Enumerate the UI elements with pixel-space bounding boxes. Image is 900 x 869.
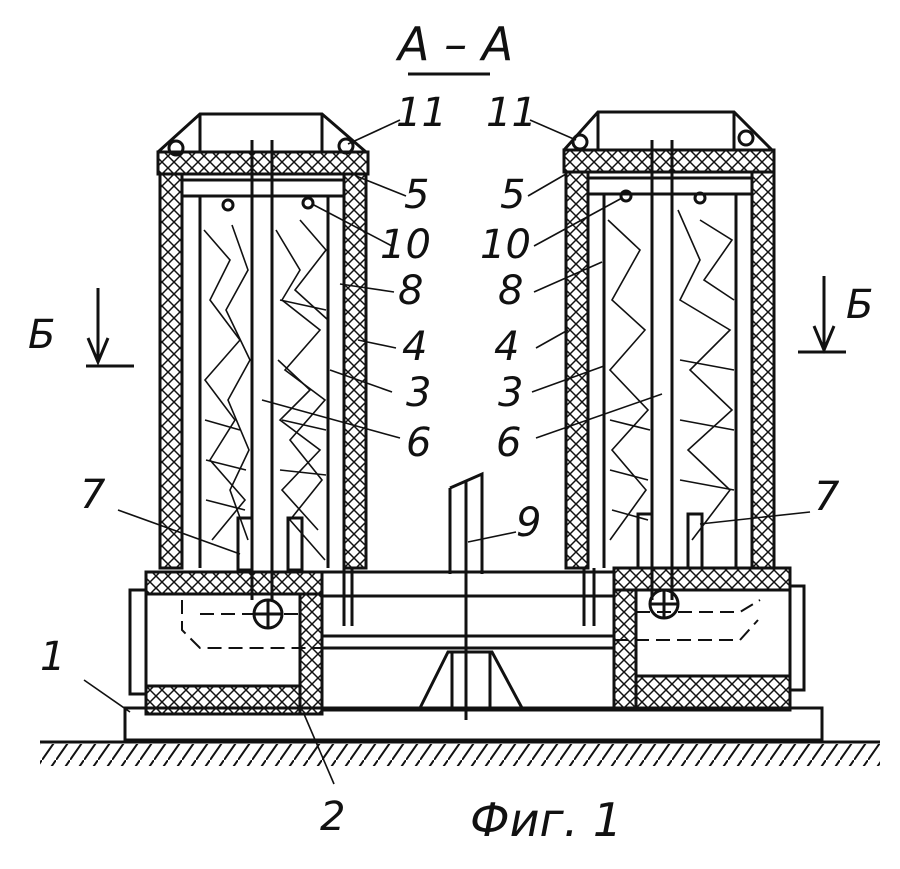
callout-8-right: 8: [498, 268, 523, 314]
foundation-slab: [123, 706, 824, 742]
callout-6-right: 6: [496, 420, 521, 466]
svg-text:Б: Б: [28, 312, 55, 358]
svg-text:Б: Б: [846, 282, 873, 328]
callout-4-left: 4: [402, 324, 427, 370]
leader-lines: [83, 119, 811, 785]
left-column: [156, 112, 370, 600]
callout-11-right: 11: [486, 90, 537, 136]
callout-1: 1: [40, 634, 65, 680]
ground: [40, 706, 880, 766]
right-top-cap: [562, 110, 774, 152]
callout-11-left: 11: [396, 90, 447, 136]
callout-10-right: 10: [480, 222, 531, 268]
base-structure: [128, 471, 806, 720]
callout-8-left: 8: [398, 268, 423, 314]
callout-4-right: 4: [494, 324, 519, 370]
callout-6-left: 6: [406, 420, 431, 466]
callout-labels: 11 11 5 5 10 10 8 8 4 4 3 3 6 6 7 7 9 1 …: [40, 90, 840, 840]
callout-10-left: 10: [380, 222, 431, 268]
callout-3-left: 3: [406, 370, 431, 416]
right-column: [562, 110, 776, 600]
callout-3-right: 3: [498, 370, 523, 416]
callout-5-left: 5: [404, 172, 429, 218]
section-marker-left: Б: [28, 288, 134, 368]
callout-7-right: 7: [814, 474, 840, 520]
callout-9: 9: [516, 500, 541, 546]
callout-7-left: 7: [80, 472, 106, 518]
figure-caption: Фиг. 1: [470, 793, 622, 847]
section-title: А – А: [395, 17, 513, 71]
callout-2: 2: [320, 794, 345, 840]
left-top-cap: [156, 112, 367, 154]
section-marker-right: Б: [798, 276, 873, 354]
callout-5-right: 5: [500, 172, 525, 218]
